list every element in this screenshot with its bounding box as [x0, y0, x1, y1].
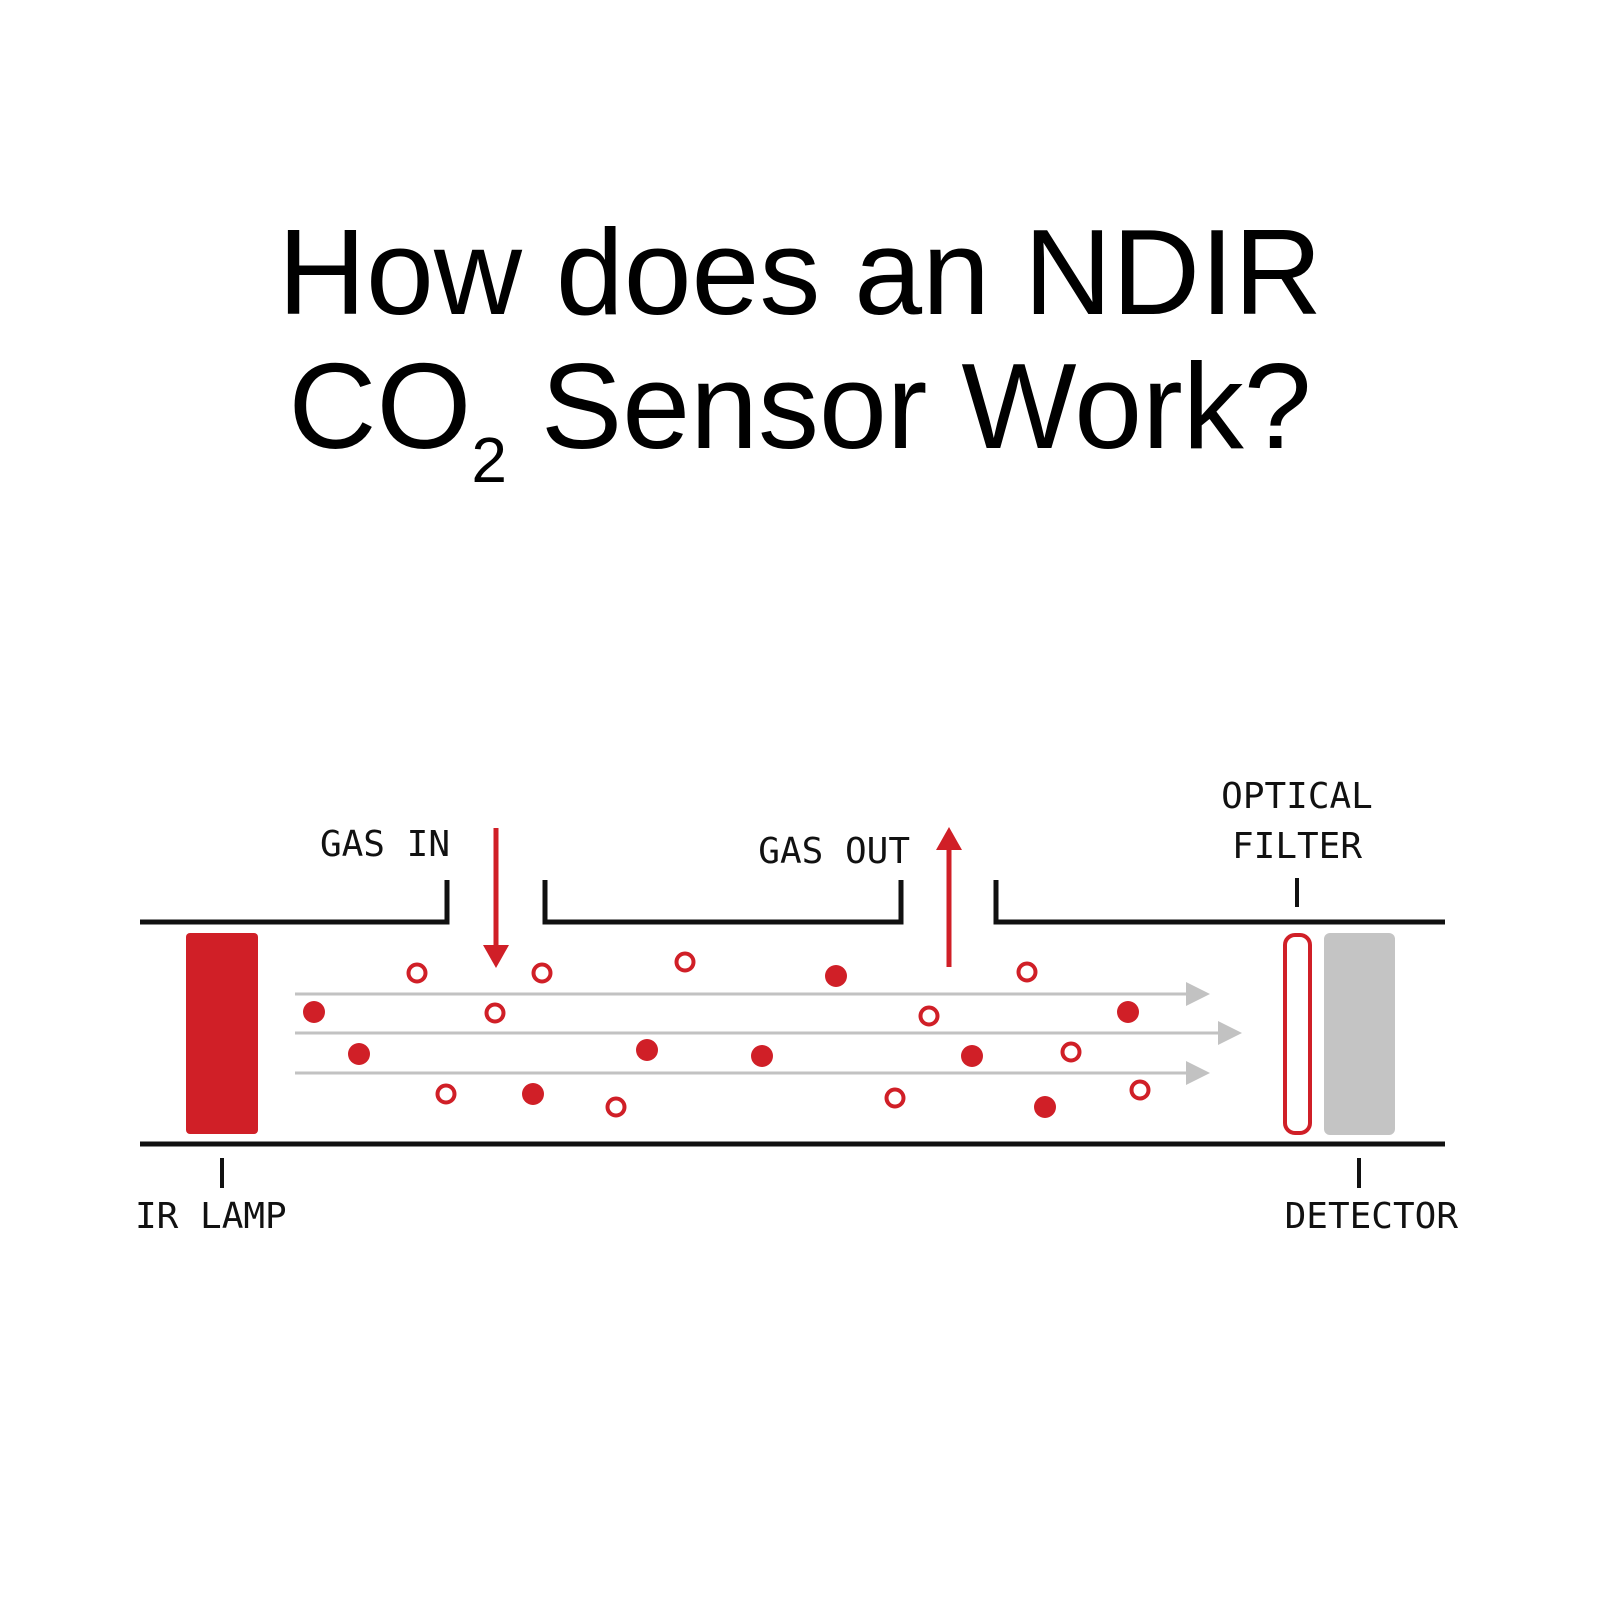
label-gas-in: GAS IN	[320, 824, 450, 865]
molecule-hollow	[605, 1096, 627, 1118]
title-line-1: How does an NDIR	[277, 204, 1323, 340]
molecule-solid	[1034, 1096, 1056, 1118]
title-line-2-rest: Sensor Work?	[506, 338, 1312, 474]
molecule-solid	[825, 965, 847, 987]
chamber-top-wall-middle	[542, 880, 904, 925]
title-line-2: CO2 Sensor Work?	[0, 338, 1600, 496]
molecule-hollow	[1016, 961, 1038, 983]
molecule-solid	[522, 1083, 544, 1105]
co2-molecules	[303, 965, 1139, 1118]
title-co: CO	[288, 338, 472, 474]
molecule-solid	[636, 1039, 658, 1061]
molecule-solid	[751, 1045, 773, 1067]
molecule-hollow	[406, 962, 428, 984]
molecule-hollow	[531, 962, 553, 984]
label-optical-filter-line-1: OPTICAL	[1221, 776, 1373, 817]
molecule-hollow	[918, 1005, 940, 1027]
molecule-solid	[1117, 1001, 1139, 1023]
page-title: How does an NDIR CO2 Sensor Work?	[0, 204, 1600, 496]
ir-beam-arrowhead	[1186, 1061, 1210, 1085]
ir-beams	[295, 982, 1242, 1085]
label-gas-out: GAS OUT	[758, 831, 910, 872]
molecule-hollow	[1060, 1041, 1082, 1063]
detector	[1324, 933, 1395, 1135]
molecule-hollow	[674, 951, 696, 973]
ir-lamp	[186, 933, 258, 1134]
molecule-solid	[303, 1001, 325, 1023]
molecule-hollow	[484, 1002, 506, 1024]
molecule-solid	[348, 1043, 370, 1065]
molecule-hollow	[884, 1087, 906, 1109]
chamber-top-wall-right	[993, 880, 1445, 925]
molecule-hollow	[435, 1083, 457, 1105]
ir-beam-arrowhead	[1218, 1021, 1242, 1045]
label-ir-lamp: IR LAMP	[135, 1196, 287, 1237]
gas-out-arrow-icon	[936, 827, 962, 967]
label-optical-filter-line-2: FILTER	[1232, 826, 1362, 867]
ir-beam-arrowhead	[1186, 982, 1210, 1006]
title-subscript: 2	[471, 424, 507, 496]
gas-in-arrow-icon	[483, 828, 509, 968]
label-detector: DETECTOR	[1285, 1196, 1459, 1237]
other-gas-molecules	[406, 951, 1151, 1118]
molecule-hollow	[1129, 1079, 1151, 1101]
optical-filter	[1283, 933, 1312, 1135]
molecule-solid	[961, 1045, 983, 1067]
chamber-top-wall-left	[140, 880, 450, 925]
